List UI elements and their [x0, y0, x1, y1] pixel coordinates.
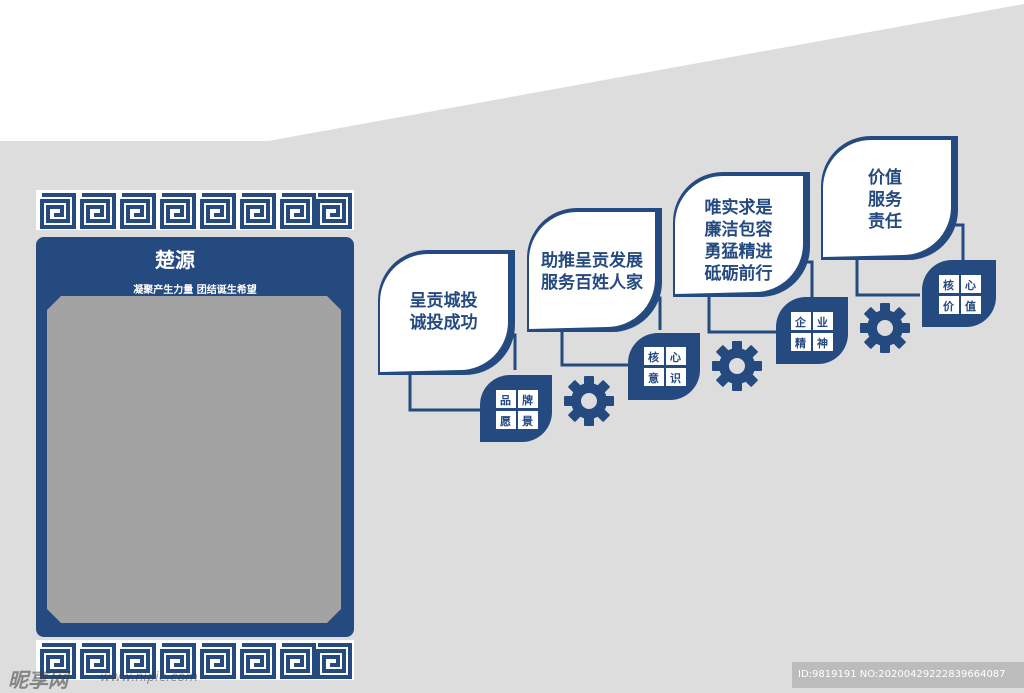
tag-2-char: 心	[670, 351, 681, 364]
watermark-url: www.nipic.com	[100, 670, 198, 685]
tag-3-char: 精	[795, 337, 806, 350]
gear-icon	[564, 376, 614, 426]
leaf-3-text: 唯实求是 廉洁包容 勇猛精进 砥砺前行	[704, 198, 773, 284]
tag-4-char: 心	[965, 279, 976, 292]
watermark-id: ID:9819191 NO:20200429222839664087	[792, 662, 1024, 688]
tag-2-char: 核	[648, 351, 659, 364]
leaf-2	[527, 208, 662, 332]
gear-icon	[860, 303, 910, 353]
tag-4-char: 值	[965, 300, 976, 313]
greek-key-border-bottom	[36, 640, 354, 680]
tag-3-char: 神	[817, 337, 828, 350]
tag-4-char: 核	[943, 279, 954, 292]
tag-1-char: 品	[500, 394, 511, 407]
tag-1-char: 景	[522, 415, 533, 428]
gear-icon	[712, 341, 762, 391]
leaf-3	[673, 172, 810, 297]
tag-3-char: 企	[795, 316, 806, 329]
photo-placeholder	[47, 296, 341, 623]
watermark-brand: 昵享网	[8, 668, 68, 692]
tag-leaf-4	[922, 260, 996, 327]
tag-4-char: 价	[943, 300, 954, 313]
leaf-2-text: 助推呈贡发展 服务百姓人家	[541, 251, 643, 293]
tag-3-char: 业	[817, 316, 828, 329]
leaf-1	[378, 250, 515, 375]
leaf-4-text: 价值 服务 责任	[868, 168, 902, 232]
tag-1-char: 牌	[522, 394, 533, 407]
tag-leaf-1	[480, 375, 552, 442]
tag-1-char: 愿	[500, 415, 511, 428]
tag-2-char: 意	[648, 372, 659, 385]
tag-leaf-2	[628, 333, 700, 400]
leaf-4	[821, 136, 958, 260]
logo-text: 楚源	[155, 248, 195, 272]
greek-key-border-top	[36, 190, 354, 230]
board-slogan: 凝聚产生力量 团结诞生希望	[133, 285, 257, 296]
tag-leaf-3	[776, 297, 848, 364]
tag-2-char: 识	[670, 372, 681, 385]
leaf-1-text: 呈贡城投 诚投成功	[409, 291, 478, 333]
